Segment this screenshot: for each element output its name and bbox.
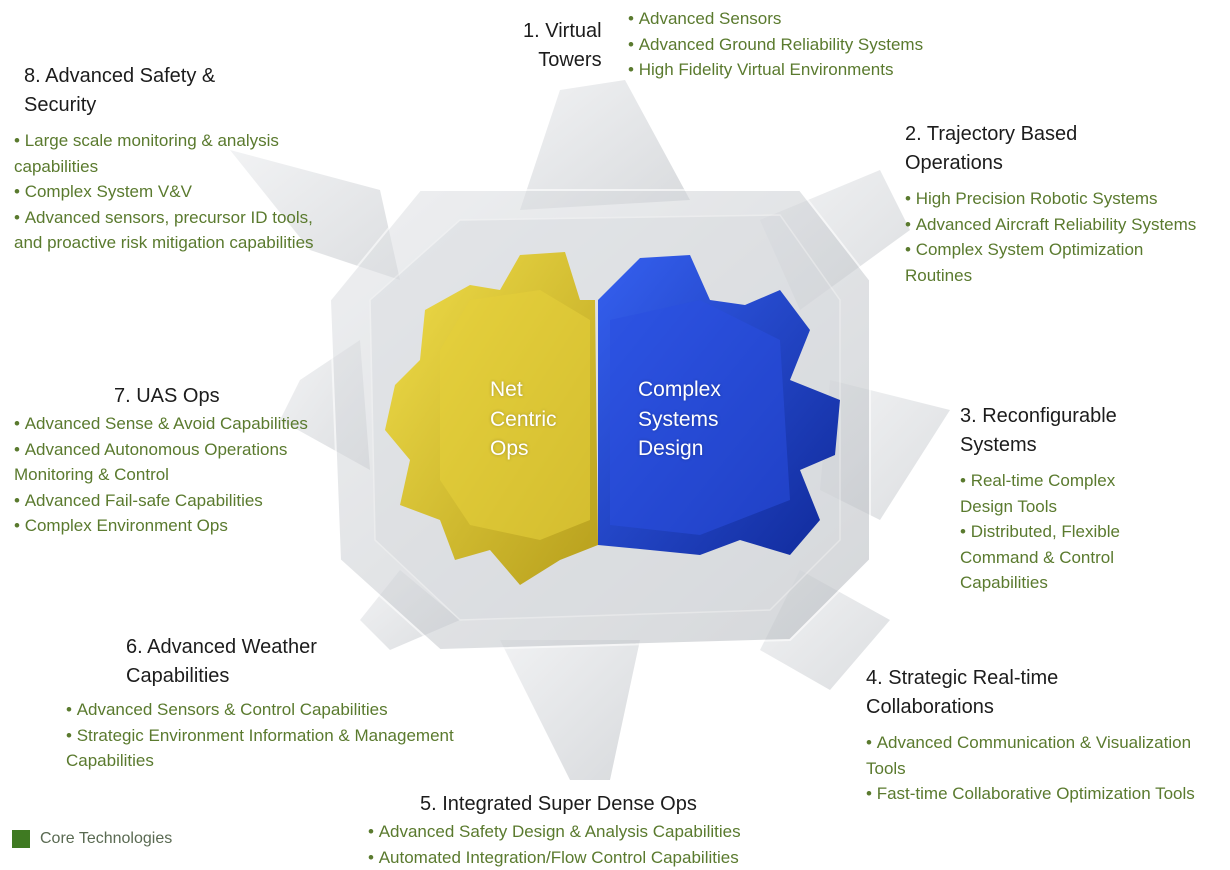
block-reconfigurable-title: 3. Reconfigurable Systems	[960, 402, 1220, 460]
legend-swatch	[12, 830, 30, 848]
block-uas: 7. UAS Ops Advanced Sense & Avoid Capabi…	[14, 382, 334, 539]
block-trajectory-title: 2. Trajectory Based Operations	[905, 120, 1215, 178]
block-super-dense-title: 5. Integrated Super Dense Ops	[368, 790, 838, 819]
complex-systems-line-2: Systems	[638, 405, 721, 435]
bullet-item: Advanced Fail-safe Capabilities	[14, 488, 324, 514]
block-weather: 6. Advanced Weather Capabilities Advance…	[66, 633, 486, 774]
bullet-item: High Fidelity Virtual Environments	[628, 57, 1048, 83]
bullet-item: Advanced Sensors	[628, 6, 1048, 32]
block-strategic: 4. Strategic Real-time Collaborations Ad…	[866, 664, 1221, 807]
block-trajectory: 2. Trajectory Based Operations High Prec…	[905, 120, 1215, 288]
block-reconfigurable-bullets: Real-time Complex Design Tools Distribut…	[960, 468, 1160, 596]
block-safety-title: 8. Advanced Safety & Security	[14, 62, 344, 120]
complex-systems-design-label: Complex Systems Design	[638, 375, 721, 464]
bullet-item: Strategic Environment Information & Mana…	[66, 723, 466, 774]
block-reconfigurable: 3. Reconfigurable Systems Real-time Comp…	[960, 402, 1220, 596]
net-centric-line-3: Ops	[490, 434, 557, 464]
bullet-item: Complex System V&V	[14, 179, 339, 205]
bullet-item: Complex System Optimization Routines	[905, 237, 1205, 288]
shell-spike-bottom	[500, 640, 640, 780]
net-centric-ops-label: Net Centric Ops	[490, 375, 557, 464]
bullet-item: Advanced Sensors & Control Capabilities	[66, 697, 466, 723]
block-uas-title: 7. UAS Ops	[14, 382, 334, 411]
block-uas-bullets: Advanced Sense & Avoid Capabilities Adva…	[14, 411, 324, 539]
block-virtual-towers-title: 1. Virtual Towers	[523, 17, 602, 75]
bullet-item: Real-time Complex Design Tools	[960, 468, 1160, 519]
block-safety: 8. Advanced Safety & Security Large scal…	[14, 62, 344, 256]
complex-systems-line-3: Design	[638, 434, 721, 464]
block-trajectory-bullets: High Precision Robotic Systems Advanced …	[905, 186, 1205, 288]
bullet-item: Advanced Aircraft Reliability Systems	[905, 212, 1205, 238]
block-strategic-title: 4. Strategic Real-time Collaborations	[866, 664, 1221, 722]
block-weather-bullets: Advanced Sensors & Control Capabilities …	[66, 697, 466, 774]
block-weather-title: 6. Advanced Weather Capabilities	[66, 633, 486, 691]
bullet-item: Advanced Autonomous Operations Monitorin…	[14, 437, 324, 488]
bullet-item: Advanced Communication & Visualization T…	[866, 730, 1221, 781]
block-safety-bullets: Large scale monitoring & analysis capabi…	[14, 128, 339, 256]
bullet-item: Advanced Safety Design & Analysis Capabi…	[368, 819, 838, 845]
block-strategic-bullets: Advanced Communication & Visualization T…	[866, 730, 1221, 807]
net-centric-line-2: Centric	[490, 405, 557, 435]
bullet-item: High Precision Robotic Systems	[905, 186, 1205, 212]
legend-label: Core Technologies	[40, 830, 172, 848]
block-virtual-towers-bullets: Advanced Sensors Advanced Ground Reliabi…	[628, 6, 1048, 83]
block-virtual-towers: 1. Virtual Towers	[523, 17, 602, 75]
bullet-item: Complex Environment Ops	[14, 513, 324, 539]
legend: Core Technologies	[12, 830, 172, 848]
bullet-item: Large scale monitoring & analysis capabi…	[14, 128, 339, 179]
complex-systems-line-1: Complex	[638, 375, 721, 405]
block-super-dense-bullets: Advanced Safety Design & Analysis Capabi…	[368, 819, 838, 870]
bullet-item: Automated Integration/Flow Control Capab…	[368, 845, 838, 870]
block-super-dense: 5. Integrated Super Dense Ops Advanced S…	[368, 790, 838, 870]
net-centric-line-1: Net	[490, 375, 557, 405]
bullet-item: Distributed, Flexible Command & Control …	[960, 519, 1160, 596]
bullet-item: Advanced sensors, precursor ID tools, an…	[14, 205, 339, 256]
bullet-item: Fast-time Collaborative Optimization Too…	[866, 781, 1221, 807]
bullet-item: Advanced Sense & Avoid Capabilities	[14, 411, 324, 437]
bullet-item: Advanced Ground Reliability Systems	[628, 32, 1048, 58]
